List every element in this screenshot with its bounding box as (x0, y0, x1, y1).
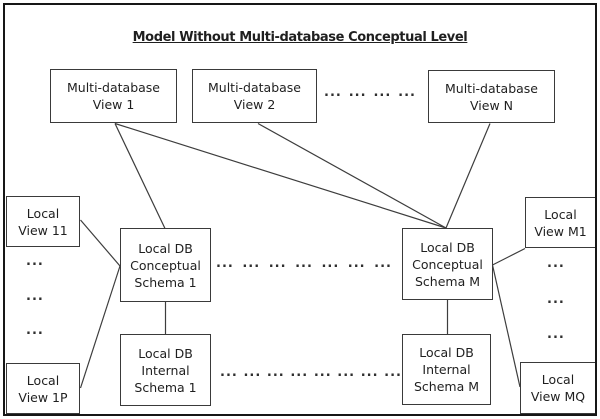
ellipsis: ... (243, 365, 262, 380)
diagram-title: Model Without Multi-database Conceptual … (132, 30, 468, 45)
ellipsis: ... (268, 256, 287, 271)
box-label-line: View 11 (18, 222, 68, 238)
box-local-view-1p: Local View 1P (6, 363, 80, 414)
box-label-line: Multi-database (66, 80, 161, 95)
ellipsis: ... (547, 256, 565, 271)
box-label-line: Schema 1 (134, 274, 197, 290)
edge-viewmq-schemam (491, 264, 521, 388)
box-local-db-conceptual-schema-m: Local DB Conceptual Schema M (402, 228, 493, 300)
box-label-line: View 1P (18, 389, 68, 405)
ellipsis: ... (266, 365, 285, 380)
edge-view11-schema1 (80, 219, 121, 267)
box-label-line: Schema M (414, 273, 480, 289)
ellipsis: ... (398, 85, 416, 100)
box-label-line: View MQ (530, 389, 586, 404)
box-label-line: Multi-database (207, 80, 302, 95)
ellipsis: ... (347, 256, 366, 271)
box-label-line: View 1 (92, 97, 135, 112)
ellipsis: ... (324, 85, 342, 100)
box-local-db-internal-schema-1: Local DB Internal Schema 1 (120, 334, 211, 406)
ellipsis: ... (547, 291, 565, 307)
box-label-line: Local (541, 372, 575, 387)
ellipsis-column-left: ... ... ... (26, 255, 44, 337)
box-label-line: Internal (141, 362, 190, 378)
edge-view2-schemam (257, 122, 447, 229)
ellipsis: ... (26, 254, 44, 269)
ellipsis: ... (242, 256, 261, 271)
box-local-db-internal-schema-m: Local DB Internal Schema M (402, 334, 491, 405)
ellipsis: ... (216, 256, 234, 271)
ellipsis: ... (337, 365, 356, 380)
box-label-line: Local DB (420, 239, 475, 255)
box-label-line: Conceptual (130, 257, 201, 273)
edge-viewn-schemam (445, 123, 491, 229)
ellipsis: ... (220, 365, 238, 380)
box-local-db-conceptual-schema-1: Local DB Conceptual Schema 1 (120, 228, 211, 302)
edge-view1-schema1 (114, 123, 166, 229)
box-local-view-mq: Local View MQ (520, 362, 596, 414)
ellipsis: ... (373, 85, 392, 100)
box-label-line: View M1 (534, 223, 587, 239)
ellipsis-row-bottom: ... ... ... ... ... ... ... ... (220, 366, 402, 379)
ellipsis-column-right: ... ... ... (547, 257, 565, 341)
edge-viewm1-schemam (492, 247, 526, 266)
box-label-line: Local DB (138, 240, 193, 256)
box-label-line: Local DB (138, 345, 193, 361)
ellipsis: ... (384, 365, 402, 380)
ellipsis: ... (26, 323, 44, 338)
box-multi-database-view-2: Multi-database View 2 (192, 69, 317, 123)
box-label-line: View N (470, 97, 513, 113)
ellipsis: ... (321, 256, 340, 271)
ellipsis: ... (348, 85, 367, 100)
box-local-view-11: Local View 11 (6, 196, 80, 247)
edge-view1-schemam (114, 122, 447, 229)
ellipsis-row-top: ... ... ... ... (324, 86, 416, 99)
box-label-line: Schema M (413, 379, 479, 394)
box-label-line: Multi-database (444, 80, 539, 96)
edge-view1p-schema1 (79, 265, 121, 389)
ellipsis: ... (290, 365, 309, 380)
box-label-line: Local (26, 372, 60, 388)
box-multi-database-view-1: Multi-database View 1 (50, 69, 177, 123)
ellipsis: ... (547, 327, 565, 342)
box-label-line: Internal (422, 362, 471, 377)
ellipsis: ... (360, 365, 379, 380)
box-label-line: Local (26, 205, 60, 221)
ellipsis: ... (26, 288, 44, 304)
box-local-view-m1: Local View M1 (525, 197, 596, 248)
box-label-line: Local DB (419, 345, 474, 360)
ellipsis: ... (295, 256, 313, 271)
ellipsis: ... (313, 365, 332, 380)
box-label-line: View 2 (233, 97, 276, 112)
ellipsis: ... (374, 256, 392, 271)
box-label-line: Conceptual (412, 256, 483, 272)
box-label-line: Schema 1 (134, 379, 197, 395)
ellipsis-row-middle: ... ... ... ... ... ... ... (216, 257, 392, 270)
box-multi-database-view-n: Multi-database View N (428, 70, 555, 123)
box-label-line: Local (544, 206, 577, 222)
